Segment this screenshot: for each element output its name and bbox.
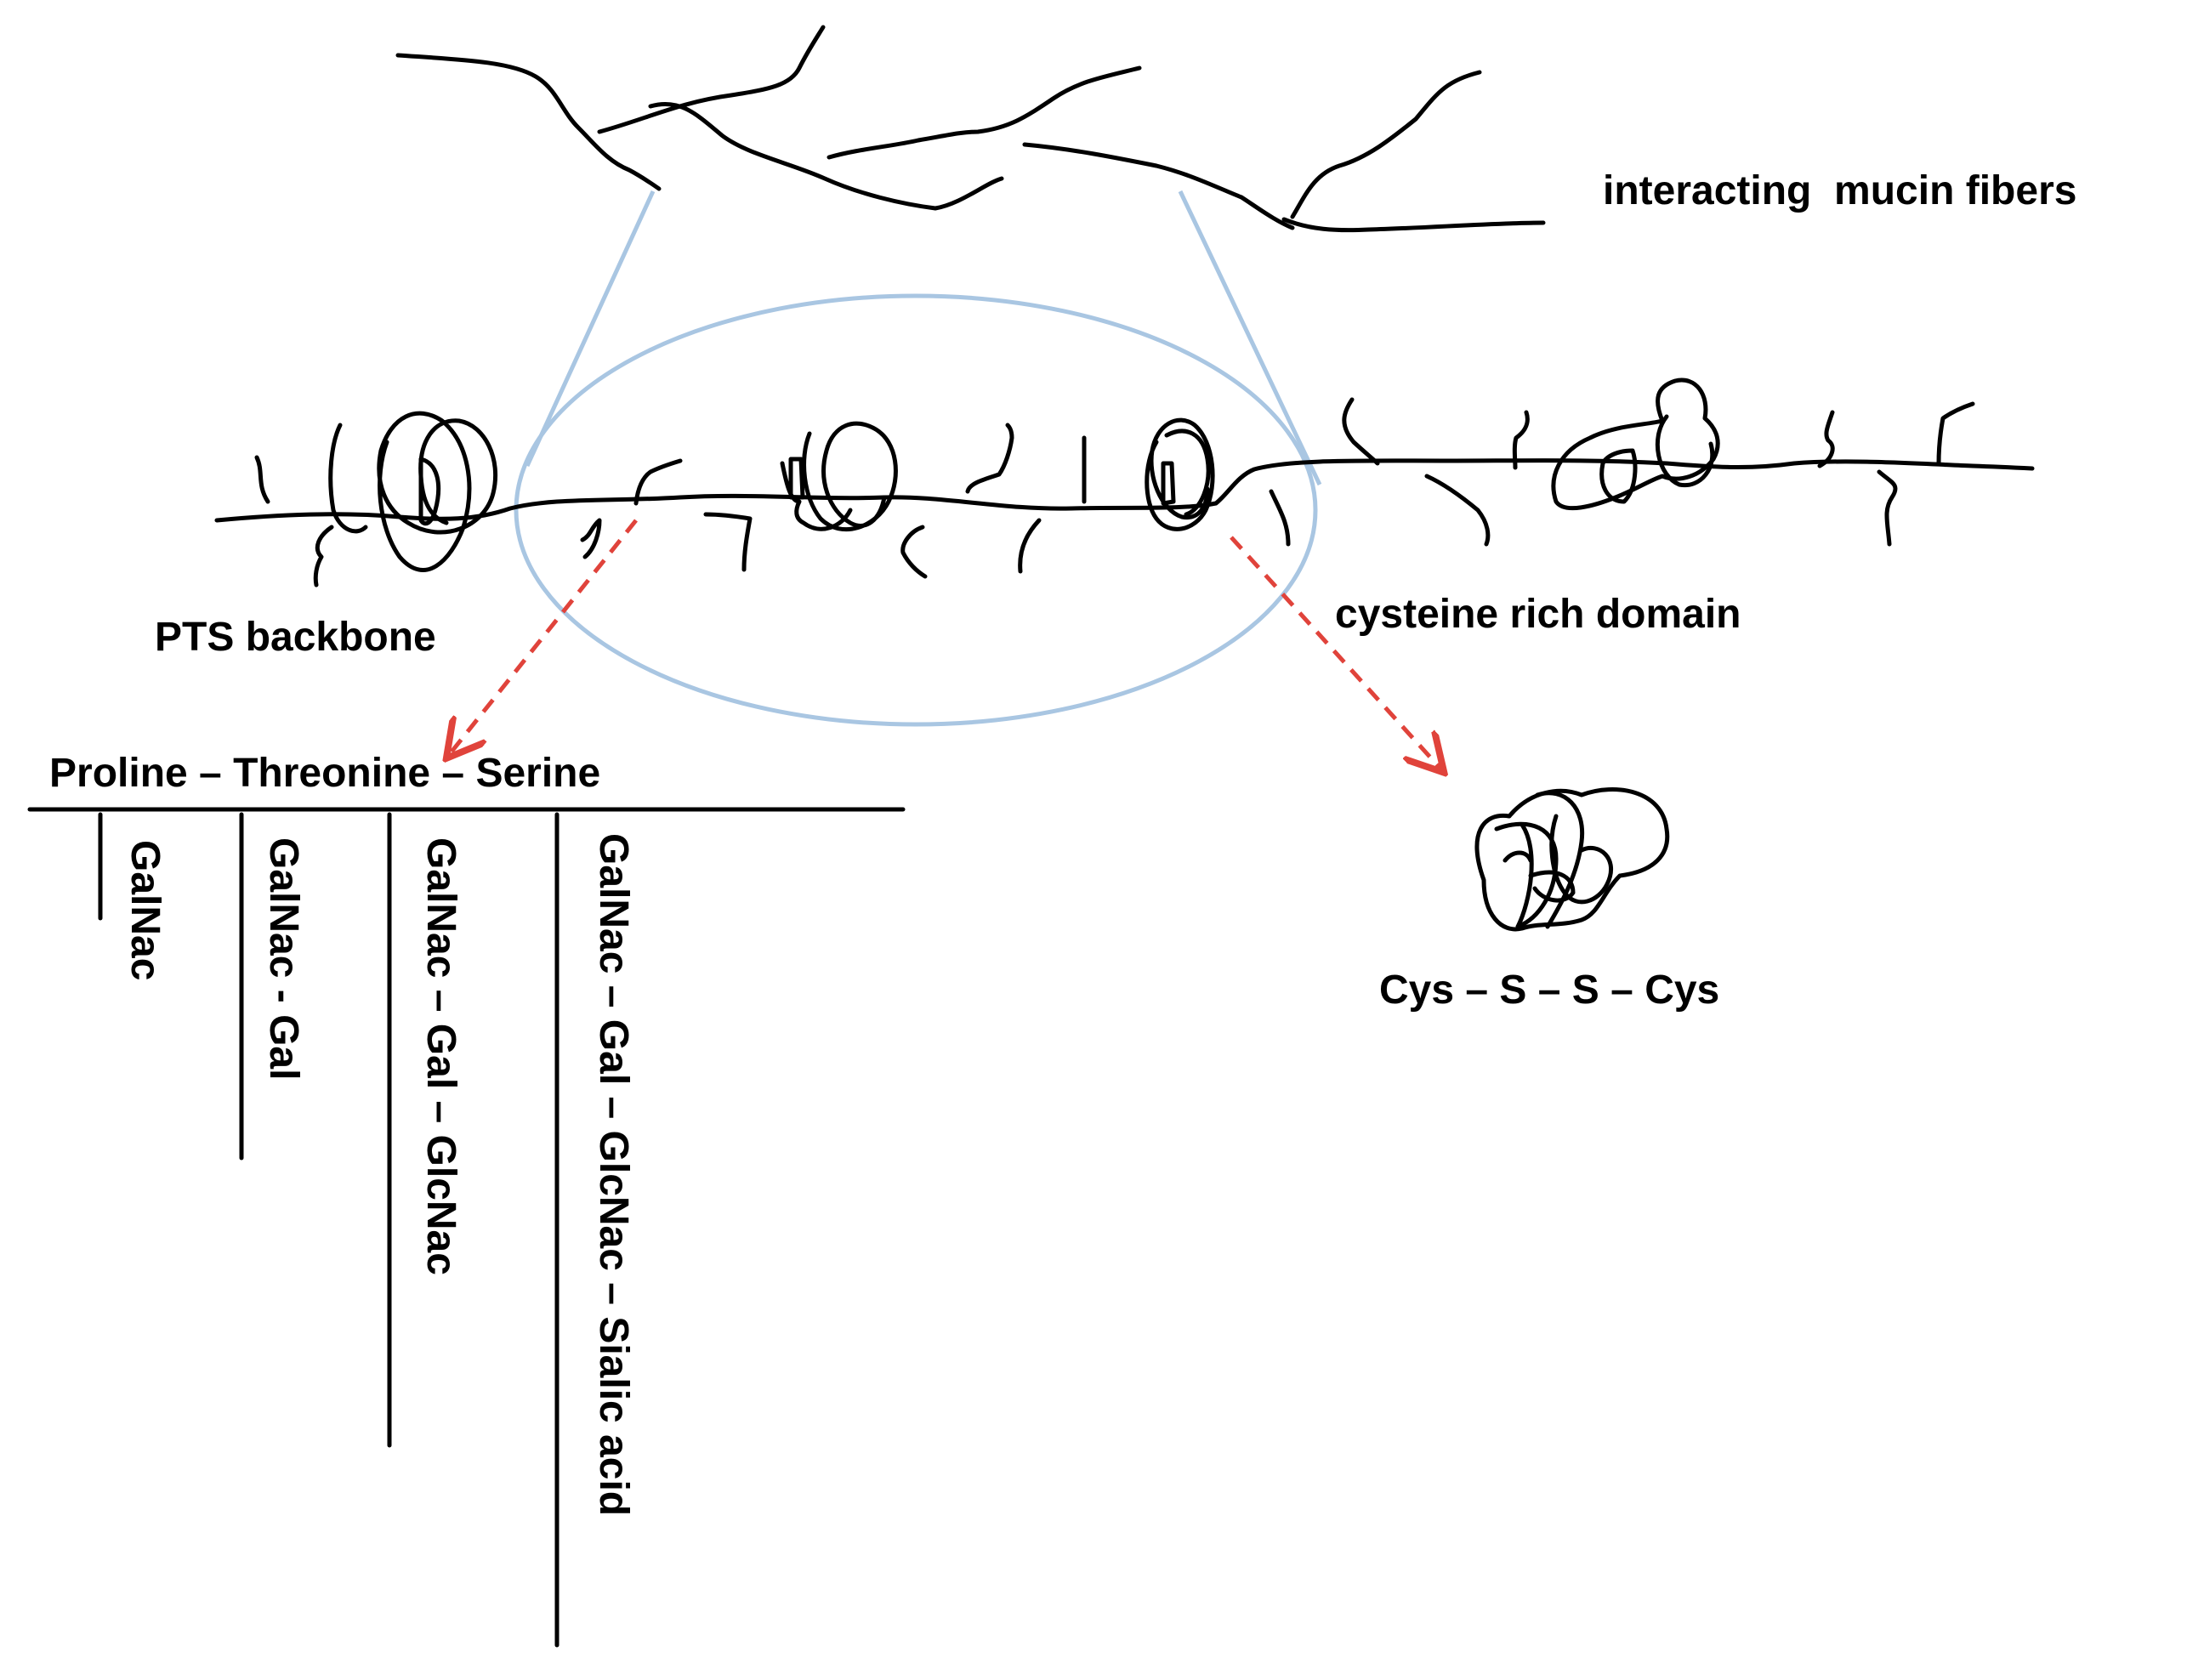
zoom-highlight <box>514 190 1322 727</box>
glycan-1: GalNac <box>122 840 168 980</box>
glycan-2: GalNac - Gal <box>261 837 306 1080</box>
glycan-chains: GalNac GalNac - Gal GalNac – Gal – GlcNa… <box>27 807 906 1648</box>
glycan-3: GalNac – Gal – GlcNac <box>418 837 463 1275</box>
glycan-4: GalNac – Gal – GlcNac – Sialic acid <box>591 833 636 1516</box>
pts-backbone-label: PTS backbone <box>155 615 436 660</box>
disulfide-knot <box>1474 787 1670 932</box>
cysteine-domain-label: cysteine rich domain <box>1335 592 1741 637</box>
zoom-arrows <box>449 519 1441 769</box>
arrow-to-disulfide <box>1230 536 1441 769</box>
pts-backbone-strand <box>214 377 2035 587</box>
disulfide-label: Cys – S – S – Cys <box>1379 968 1719 1013</box>
mucin-fibers <box>395 25 1546 233</box>
fibers-label: interacting mucin fibers <box>1603 168 2076 213</box>
arrow-to-pts-sequence <box>449 519 638 755</box>
pts-sequence-label: Proline – Threonine – Serine <box>49 751 600 796</box>
